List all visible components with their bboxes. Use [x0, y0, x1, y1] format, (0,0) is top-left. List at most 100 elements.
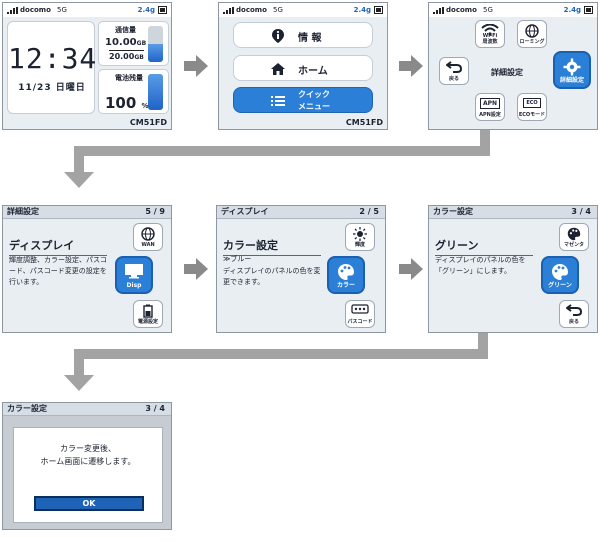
- palette-icon: [552, 264, 568, 280]
- ok-button[interactable]: OK: [34, 496, 144, 511]
- eco-mode-button[interactable]: ECO ECOモード: [517, 93, 547, 121]
- palette-icon: [567, 227, 581, 241]
- green-button[interactable]: グリーン: [541, 256, 579, 294]
- flow-arrow-down: [64, 375, 94, 391]
- battery-icon: [584, 6, 593, 14]
- confirm-dialog: カラー変更後、ホーム画面に遷移します。 OK: [13, 427, 163, 523]
- screen-title: カラー設定: [433, 207, 473, 216]
- passcode-icon: [351, 304, 369, 314]
- color-button[interactable]: カラー: [327, 256, 365, 294]
- battery-label: 電池残量: [115, 74, 143, 82]
- clock-date: 11/23 日曜日: [18, 83, 86, 93]
- model-label: CM51FD: [345, 118, 383, 127]
- brightness-button[interactable]: 輝度: [345, 223, 375, 251]
- display-button[interactable]: Disp: [115, 256, 153, 294]
- data-limit-value: 20.00GB: [109, 50, 144, 61]
- screen-title: カラー設定: [7, 404, 47, 413]
- apn-settings-button[interactable]: APN APN設定: [475, 93, 505, 121]
- network-label: 5G: [483, 6, 493, 14]
- screen-color-confirm: カラー設定 3 / 4 カラー変更後、ホーム画面に遷移します。 OK: [2, 402, 172, 530]
- signal-icon: [7, 7, 18, 14]
- screen-display-color: ディスプレイ 2 / 5 カラー設定 ≫ブルー ディスプレイのパネルの色を変更で…: [216, 205, 386, 333]
- info-icon: [272, 29, 284, 43]
- flow-arrow-down: [64, 172, 94, 188]
- battery-gauge: [148, 74, 163, 110]
- magenta-button[interactable]: マゼンタ: [559, 223, 589, 251]
- flow-connector: [74, 146, 84, 172]
- clock-time: 12:34: [8, 42, 98, 75]
- back-label: 戻る: [568, 319, 579, 325]
- title-bar: 詳細設定 5 / 9: [3, 206, 171, 219]
- screen-color-green: カラー設定 3 / 4 グリーン ディスプレイのパネルの色を「グリーン」にします…: [428, 205, 598, 333]
- section-heading: ディスプレイ: [9, 237, 107, 256]
- flow-connector: [74, 349, 84, 375]
- screen-title: ディスプレイ: [221, 207, 269, 216]
- eco-icon: ECO: [523, 98, 541, 108]
- wan-button[interactable]: WAN: [133, 223, 163, 251]
- menu-icon: [271, 96, 285, 106]
- gear-icon: [563, 58, 581, 76]
- current-value: ≫ブルー: [223, 255, 252, 263]
- page-indicator: 5 / 9: [145, 207, 165, 216]
- passcode-label: パスコード: [347, 319, 373, 325]
- back-button[interactable]: 戻る: [439, 57, 469, 85]
- section-heading: カラー設定: [223, 237, 321, 256]
- roaming-label: ローミング: [519, 39, 545, 45]
- eco-mode-label: ECOモード: [518, 112, 546, 118]
- title-bar: カラー設定 3 / 4: [429, 206, 597, 219]
- quick-menu-title: 詳細設定: [491, 68, 523, 77]
- green-label: グリーン: [548, 282, 572, 289]
- home-label: ホーム: [298, 66, 328, 77]
- wifi-band-label: 2.4g: [563, 6, 581, 14]
- detail-settings-button[interactable]: 詳細設定: [553, 51, 591, 89]
- wifi-icon: [481, 24, 499, 36]
- quick-menu-button[interactable]: クイックメニュー: [233, 87, 373, 113]
- palette-icon: [338, 264, 354, 280]
- battery-settings-icon: [143, 304, 153, 318]
- flow-connector: [74, 349, 488, 359]
- brightness-label: 輝度: [354, 242, 365, 248]
- data-usage-gauge: [148, 26, 163, 62]
- passcode-button[interactable]: パスコード: [345, 300, 375, 328]
- section-description: 輝度調整、カラー設定、パスコード、パスコード変更の設定を行います。: [9, 256, 107, 286]
- brightness-icon: [353, 227, 367, 241]
- screen-menu: docomo 5G 2.4g 情 報 ホーム クイックメニュー CM51FD: [218, 2, 388, 130]
- globe-icon: [525, 24, 539, 38]
- home-button[interactable]: ホーム: [233, 55, 373, 81]
- back-label: 戻る: [448, 76, 459, 82]
- clock-panel: 12:34 11/23 日曜日: [7, 21, 98, 114]
- section-heading: グリーン: [435, 237, 533, 256]
- battery-value: 100 %: [105, 94, 149, 112]
- battery-panel: 電池残量 100 %: [98, 69, 169, 114]
- detail-settings-label: 詳細設定: [559, 77, 584, 84]
- quick-menu-label: クイックメニュー: [298, 90, 330, 111]
- carrier-label: docomo: [446, 6, 477, 14]
- apn-icon: APN: [479, 98, 501, 109]
- data-usage-fill: [148, 44, 163, 62]
- battery-fill: [148, 74, 163, 110]
- page-indicator: 2 / 5: [359, 207, 379, 216]
- network-label: 5G: [273, 6, 283, 14]
- status-bar: docomo 5G 2.4g: [429, 3, 597, 17]
- flow-connector: [480, 130, 490, 155]
- back-arrow-icon: [446, 61, 462, 73]
- flow-arrow-right: [184, 55, 208, 77]
- roaming-button[interactable]: ローミング: [517, 20, 547, 48]
- home-icon: [271, 63, 285, 75]
- title-bar: カラー設定 3 / 4: [3, 403, 171, 416]
- battery-icon: [158, 6, 167, 14]
- dialog-message: カラー変更後、ホーム画面に遷移します。: [40, 444, 136, 466]
- network-label: 5G: [57, 6, 67, 14]
- apn-settings-label: APN設定: [479, 112, 501, 118]
- power-settings-button[interactable]: 電源設定: [133, 300, 163, 328]
- flow-arrow-right: [184, 258, 208, 280]
- back-button[interactable]: 戻る: [559, 300, 589, 328]
- battery-icon: [374, 6, 383, 14]
- info-label: 情 報: [298, 33, 322, 44]
- flow-arrow-right: [399, 55, 423, 77]
- page-indicator: 3 / 4: [571, 207, 591, 216]
- title-bar: ディスプレイ 2 / 5: [217, 206, 385, 219]
- screen-detail-display: 詳細設定 5 / 9 ディスプレイ 輝度調整、カラー設定、パスコード、パスコード…: [2, 205, 172, 333]
- info-button[interactable]: 情 報: [233, 22, 373, 48]
